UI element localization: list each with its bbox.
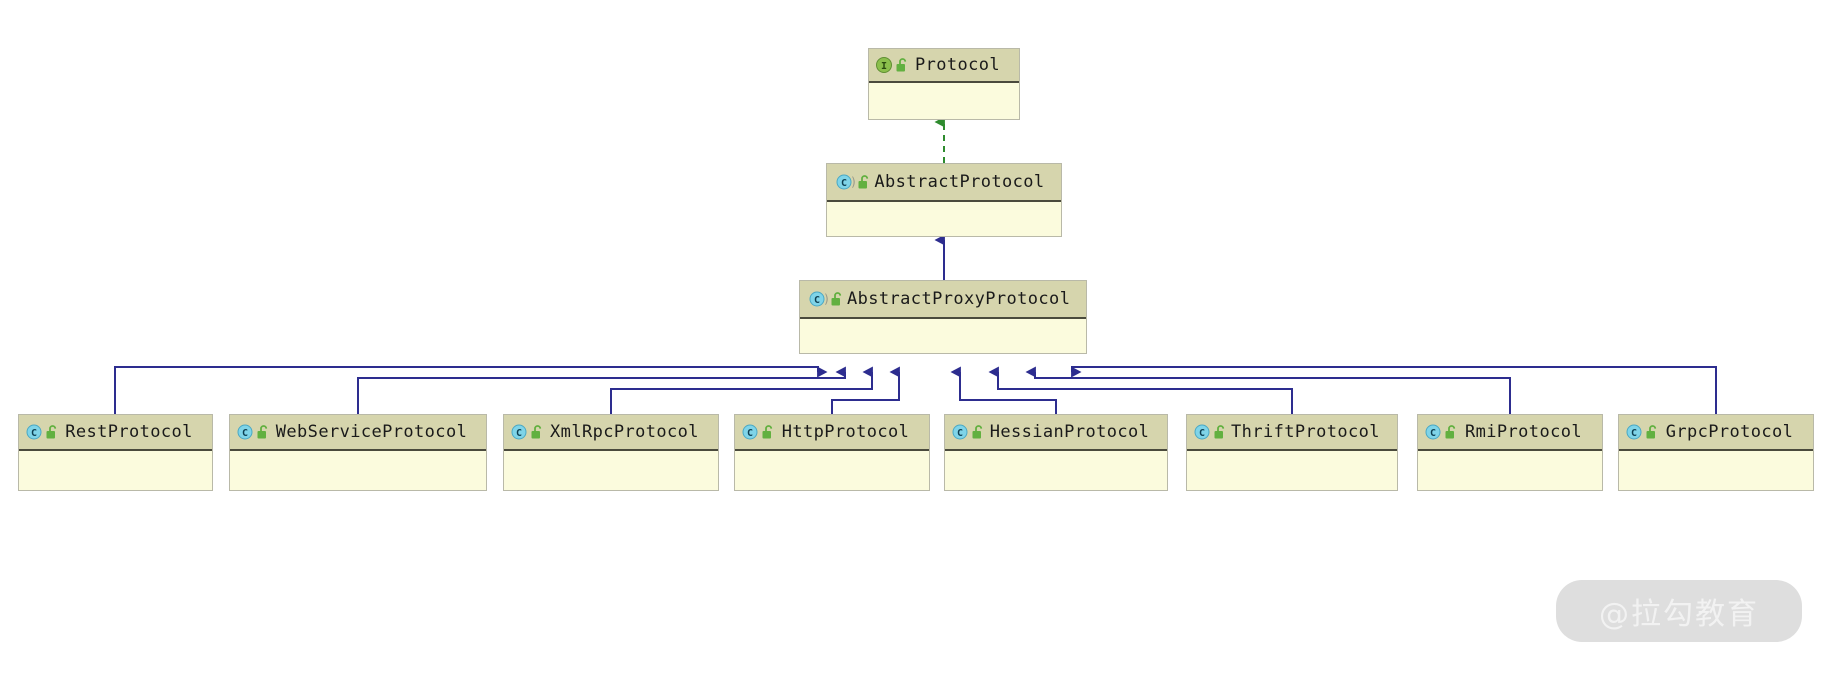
unlocked-padlock-icon <box>857 174 872 190</box>
uml-node-header: C ThriftProtocol <box>1187 415 1397 451</box>
svg-text:C: C <box>1631 428 1637 439</box>
abstract-class-icon: ( C ) <box>806 290 828 308</box>
uml-node-title: AbstractProxyProtocol <box>847 289 1071 309</box>
uml-node-header: C RestProtocol <box>19 415 212 451</box>
uml-node-abstract-proxy-protocol[interactable]: ( C ) AbstractProxyProtocol <box>799 280 1087 354</box>
uml-node-members <box>230 451 486 490</box>
svg-text:I: I <box>881 61 887 72</box>
class-icon: C <box>1193 423 1211 441</box>
uml-node-rest-protocol[interactable]: C RestProtocol <box>18 414 213 491</box>
edge-grpc-protocol <box>1071 366 1717 414</box>
edge-xmlrpc-protocol <box>610 366 873 414</box>
uml-node-members <box>1619 451 1813 490</box>
unlocked-padlock-icon <box>256 424 271 440</box>
uml-node-title: HttpProtocol <box>781 422 910 442</box>
uml-node-members <box>869 83 1019 119</box>
uml-node-header: C HessianProtocol <box>945 415 1167 451</box>
uml-node-title: HessianProtocol <box>989 422 1150 442</box>
class-icon: C <box>741 423 759 441</box>
uml-node-title: WebServiceProtocol <box>275 422 468 442</box>
uml-node-members <box>945 451 1167 490</box>
unlocked-padlock-icon <box>1213 424 1228 440</box>
uml-node-members <box>827 202 1061 236</box>
unlocked-padlock-icon <box>45 424 60 440</box>
watermark: @拉勾教育 <box>1556 580 1802 642</box>
uml-node-hessian-protocol[interactable]: C HessianProtocol <box>944 414 1168 491</box>
uml-node-header: ( C ) AbstractProtocol <box>827 164 1061 202</box>
svg-text:C: C <box>747 428 753 439</box>
unlocked-padlock-icon <box>530 424 545 440</box>
svg-text:): ) <box>823 292 828 306</box>
unlocked-padlock-icon <box>971 424 986 440</box>
edge-webservice-protocol <box>357 366 846 414</box>
uml-node-title: XmlRpcProtocol <box>550 422 699 442</box>
class-icon: C <box>951 423 969 441</box>
unlocked-padlock-icon <box>1645 424 1660 440</box>
unlocked-padlock-icon <box>895 57 910 73</box>
svg-text:C: C <box>814 295 820 306</box>
unlocked-padlock-icon <box>761 424 776 440</box>
uml-node-members <box>1187 451 1397 490</box>
uml-node-xmlrpc-protocol[interactable]: C XmlRpcProtocol <box>503 414 719 491</box>
uml-node-abstract-protocol[interactable]: ( C ) AbstractProtocol <box>826 163 1062 237</box>
uml-node-protocol[interactable]: I Protocol <box>868 48 1020 120</box>
uml-node-header: C XmlRpcProtocol <box>504 415 718 451</box>
edge-rmi-protocol <box>1025 366 1511 414</box>
svg-text:C: C <box>1199 428 1205 439</box>
uml-node-title: AbstractProtocol <box>874 172 1045 192</box>
unlocked-padlock-icon <box>830 291 845 307</box>
uml-node-header: C GrpcProtocol <box>1619 415 1813 451</box>
uml-node-members <box>19 451 212 490</box>
uml-node-members <box>735 451 929 490</box>
uml-node-members <box>800 319 1086 353</box>
edge-rest-protocol <box>114 366 828 414</box>
svg-text:C: C <box>957 428 963 439</box>
svg-text:C: C <box>516 428 522 439</box>
uml-node-title: Protocol <box>914 55 1001 75</box>
class-icon: C <box>510 423 528 441</box>
watermark-text: @拉勾教育 <box>1599 597 1759 632</box>
edge-thrift-protocol <box>988 366 1293 414</box>
uml-node-thrift-protocol[interactable]: C ThriftProtocol <box>1186 414 1398 491</box>
uml-node-header: ( C ) AbstractProxyProtocol <box>800 281 1086 319</box>
svg-text:C: C <box>242 428 248 439</box>
class-icon: C <box>1424 423 1442 441</box>
uml-node-members <box>504 451 718 490</box>
uml-node-header: C RmiProtocol <box>1418 415 1602 451</box>
svg-text:): ) <box>850 175 855 189</box>
uml-node-http-protocol[interactable]: C HttpProtocol <box>734 414 930 491</box>
class-icon: C <box>236 423 254 441</box>
svg-text:C: C <box>841 178 847 189</box>
unlocked-padlock-icon <box>1444 424 1459 440</box>
interface-icon: I <box>875 56 893 74</box>
uml-node-header: C HttpProtocol <box>735 415 929 451</box>
uml-node-header: I Protocol <box>869 49 1019 83</box>
uml-node-title: ThriftProtocol <box>1231 422 1380 442</box>
edge-http-protocol <box>831 366 900 414</box>
uml-node-rmi-protocol[interactable]: C RmiProtocol <box>1417 414 1603 491</box>
class-icon: C <box>1625 423 1643 441</box>
uml-node-webservice-protocol[interactable]: C WebServiceProtocol <box>229 414 487 491</box>
svg-text:C: C <box>31 428 37 439</box>
uml-node-title: GrpcProtocol <box>1665 422 1794 442</box>
uml-node-members <box>1418 451 1602 490</box>
svg-text:C: C <box>1430 428 1436 439</box>
uml-node-header: C WebServiceProtocol <box>230 415 486 451</box>
class-icon: C <box>25 423 43 441</box>
uml-node-title: RestProtocol <box>65 422 193 442</box>
uml-node-title: RmiProtocol <box>1465 422 1582 442</box>
edge-hessian-protocol <box>950 366 1057 414</box>
abstract-class-icon: ( C ) <box>833 173 855 191</box>
uml-node-grpc-protocol[interactable]: C GrpcProtocol <box>1618 414 1814 491</box>
